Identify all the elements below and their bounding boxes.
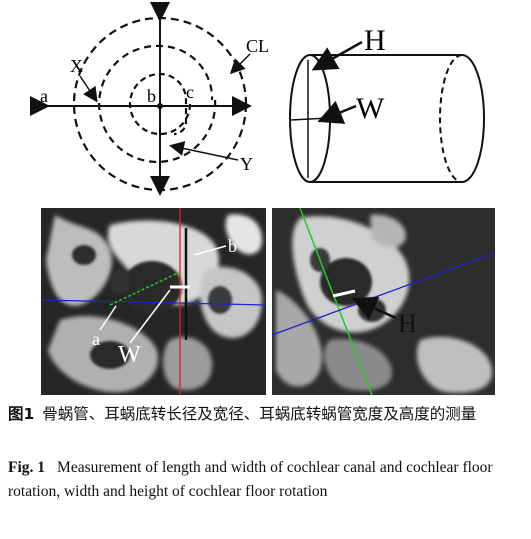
label-w-schematic: W bbox=[356, 92, 385, 125]
caption-en-number: Fig. 1 bbox=[8, 459, 46, 476]
figure-svg: a b c X Y CL H W bbox=[30, 2, 496, 396]
ct-c-lumen-2 bbox=[110, 270, 130, 294]
inner-spiral bbox=[128, 72, 192, 136]
panel-b-cylinder: H W bbox=[289, 24, 485, 183]
ct-c-bone-2 bbox=[107, 220, 219, 305]
ct-c-label-b: b bbox=[228, 236, 237, 256]
label-c: c bbox=[186, 82, 194, 102]
ct-d-bone-3 bbox=[416, 336, 493, 393]
label-b: b bbox=[147, 86, 156, 106]
label-h-schematic: H bbox=[364, 24, 386, 57]
ct-d-bone-2 bbox=[276, 290, 322, 387]
ct-c-label-a: a bbox=[92, 329, 100, 349]
panel-a-schematic: a b c X Y CL bbox=[30, 2, 269, 196]
ct-c-green-dashed bbox=[109, 271, 181, 306]
caption-cn-number: 图1 bbox=[8, 405, 35, 423]
figure: a b c X Y CL H W bbox=[30, 2, 496, 396]
ct-c-lumen-main bbox=[122, 261, 182, 313]
caption-en-text: Measurement of length and width of cochl… bbox=[8, 459, 493, 500]
ct-c-lumen-3 bbox=[72, 245, 96, 265]
center-point bbox=[157, 103, 163, 109]
ct-c-w-pointer bbox=[129, 289, 171, 344]
back-ellipse-left bbox=[439, 54, 463, 183]
ct-c-label-w: W bbox=[118, 342, 141, 368]
ct-d-bone-4 bbox=[370, 214, 406, 248]
ct-c-blue-line bbox=[40, 299, 267, 306]
label-cl: CL bbox=[246, 36, 269, 56]
w-pointer bbox=[317, 100, 357, 124]
caption-chinese: 图1 骨蜗管、耳蜗底转长径及宽径、耳蜗底转蜗管宽度及高度的测量 bbox=[8, 403, 523, 426]
ct-c-lumen-4 bbox=[208, 286, 232, 314]
ct-d-white-tick bbox=[332, 289, 356, 298]
ct-c-bone-6 bbox=[225, 214, 262, 255]
panel-c-ct: b a W bbox=[40, 208, 267, 395]
ct-c-b-pointer bbox=[193, 245, 227, 256]
ct-d-label-h: H bbox=[398, 309, 417, 338]
ct-c-bone-5 bbox=[163, 336, 213, 391]
ct-d-bone-5 bbox=[324, 339, 393, 391]
label-y: Y bbox=[240, 154, 253, 174]
cl-pointer bbox=[229, 53, 251, 75]
ct-d-h-pointer bbox=[351, 296, 397, 320]
label-x: X bbox=[70, 56, 83, 76]
x-pointer bbox=[79, 75, 98, 103]
panel-d-ct: H bbox=[271, 207, 496, 396]
y-pointer bbox=[169, 141, 239, 161]
ct-c-lumen-5 bbox=[90, 341, 130, 369]
back-ellipse-right bbox=[461, 54, 485, 183]
ct-c-a-pointer bbox=[99, 305, 117, 331]
h-pointer bbox=[311, 40, 363, 71]
label-a: a bbox=[40, 86, 48, 106]
middle-ring bbox=[98, 44, 217, 164]
ct-d-blue-line bbox=[271, 252, 496, 336]
ct-d-green-line bbox=[299, 207, 373, 396]
caption-cn-text: 骨蜗管、耳蜗底转长径及宽径、耳蜗底转蜗管宽度及高度的测量 bbox=[42, 405, 477, 423]
